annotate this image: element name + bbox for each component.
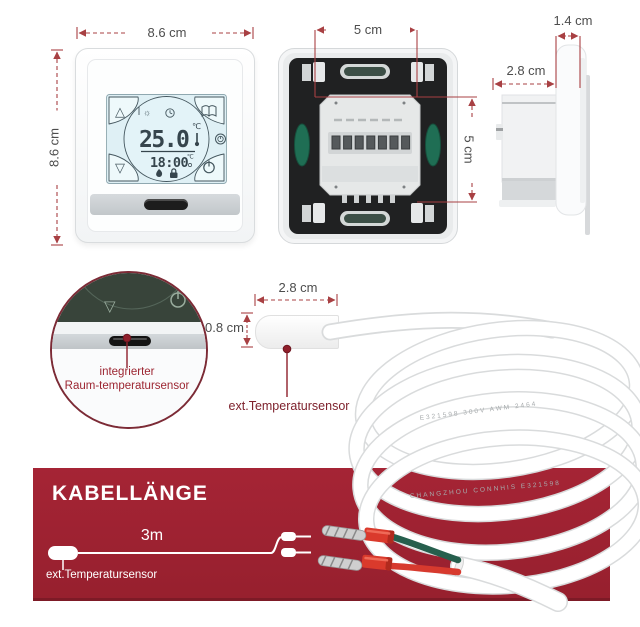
zoom-arrow-down-icon: ▽ — [104, 298, 116, 315]
diagram-sensor-icon — [48, 546, 78, 560]
touch-power-button — [194, 153, 225, 182]
room-sensor-slot — [144, 199, 188, 210]
leader-external-sensor — [282, 344, 292, 397]
svg-text:☼: ☼ — [143, 108, 151, 118]
cable-length-diagram — [48, 532, 311, 570]
touch-down-button — [108, 153, 139, 182]
time-temp-unit: ℃ — [187, 154, 194, 161]
mounting-clips — [302, 62, 434, 223]
sensor-zoom-circle: ▽ — [50, 271, 208, 429]
external-sensor-label: ext.Temperatursensor — [228, 399, 350, 413]
zoom-power-icon — [170, 291, 186, 308]
clock-icon — [165, 108, 175, 118]
terminal-module — [319, 94, 421, 203]
thermometer-icon — [194, 133, 200, 147]
dim-probe-width: 2.8 cm — [278, 280, 318, 295]
side-back-box — [496, 94, 557, 207]
setpoint-icon — [188, 163, 192, 167]
red-wire — [388, 562, 462, 576]
dim-front-width: 8.6 cm — [125, 25, 209, 40]
dim-side-front-depth: 1.4 cm — [553, 13, 593, 28]
side-front-panel — [555, 44, 587, 216]
dim-front-height: 8.6 cm — [46, 110, 62, 185]
thermostat-touchscreen: △ ▽ ☼ — [106, 94, 227, 184]
internal-sensor-label-line2: Raum-temperatursensor — [64, 380, 190, 392]
front-bottom-band — [90, 194, 240, 215]
dim-side-back-depth: 2.8 cm — [506, 63, 546, 78]
dim-probe-height: 0.8 cm — [204, 320, 244, 335]
power-icon — [203, 160, 215, 174]
diagram-connector-icons — [281, 532, 296, 557]
banner-sensor-label: ext.Temperatursensor — [46, 569, 158, 581]
heating-flame-icon — [156, 169, 163, 177]
menu-book-icon — [201, 105, 217, 117]
thermostat-back-view — [278, 48, 458, 244]
wire-terminals — [331, 135, 411, 150]
thermostat-side-view — [496, 44, 590, 235]
thermostat-front-view: △ ▽ ☼ — [75, 48, 255, 243]
cable-print-text-2: CHANGZHOU CONNHIS E321598 — [410, 480, 562, 500]
internal-sensor-label-line1: integrierter — [99, 366, 155, 378]
green-wire — [389, 533, 462, 564]
wire-metal-tips — [317, 525, 367, 571]
temp-unit: ℃ — [192, 122, 201, 131]
dim-back-width: 5 cm — [326, 22, 410, 37]
fixing-slots — [340, 64, 390, 226]
time-display: 18:00 — [150, 155, 189, 171]
dim-back-height: 5 cm — [461, 117, 477, 182]
side-latch-left — [294, 123, 310, 167]
zoom-sensor-slot — [109, 336, 151, 346]
alarm-clock-icon — [215, 133, 226, 145]
lock-icon — [170, 168, 178, 178]
wire-ferrules — [361, 527, 395, 571]
side-latch-right — [425, 123, 441, 167]
arrow-up-icon: △ — [115, 104, 125, 119]
cable-length-value: 3m — [140, 527, 164, 544]
sun-mode-icon: ☼ — [138, 107, 151, 118]
current-temperature: 25.0 — [139, 127, 189, 153]
sensor-cable-coil: E321598 300V AWM 2464 CHANGZHOU CONNHIS … — [317, 311, 640, 612]
zoom-circle-content: ▽ — [52, 273, 206, 427]
banner-title: KABELLÄNGE — [52, 482, 208, 505]
touch-up-button — [108, 96, 139, 125]
arrow-down-icon: ▽ — [115, 160, 125, 175]
